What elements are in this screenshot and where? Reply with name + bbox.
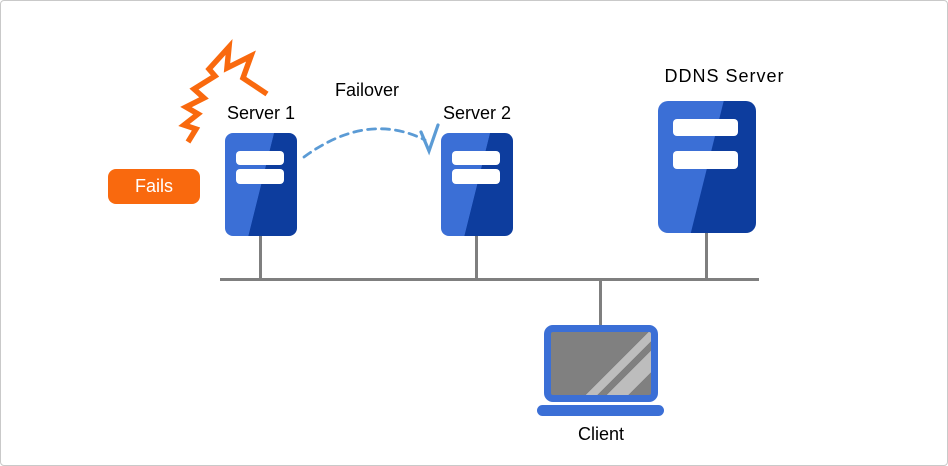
ddns-server-icon [658, 101, 756, 233]
ddns-server-label: DDNS Server [664, 66, 785, 86]
server2-label: Server 2 [442, 103, 512, 123]
failover-arrowhead-icon [419, 123, 440, 156]
server1-label: Server 1 [226, 103, 296, 123]
server-slot-bar [235, 169, 285, 184]
client-laptop-icon [544, 325, 658, 402]
failover-label: Failover [334, 80, 400, 100]
server1-icon [225, 133, 297, 236]
server-slot-bar [235, 150, 285, 166]
network-stub-ddns [705, 232, 708, 279]
network-bus-line [220, 278, 759, 281]
server-slot-bar [451, 169, 501, 184]
client-label: Client [577, 424, 625, 444]
network-stub-client [599, 281, 602, 327]
server2-icon [441, 133, 513, 236]
laptop-base [537, 405, 664, 416]
server-slot-bar [451, 150, 501, 166]
failover-arrow [302, 127, 427, 159]
explosion-icon [178, 39, 269, 144]
fails-badge: Fails [108, 169, 200, 204]
server-slot-bar [672, 118, 739, 136]
laptop-screen [551, 332, 651, 395]
server-slot-bar [672, 151, 739, 169]
network-stub-server2 [475, 236, 478, 279]
network-stub-server1 [259, 236, 262, 279]
